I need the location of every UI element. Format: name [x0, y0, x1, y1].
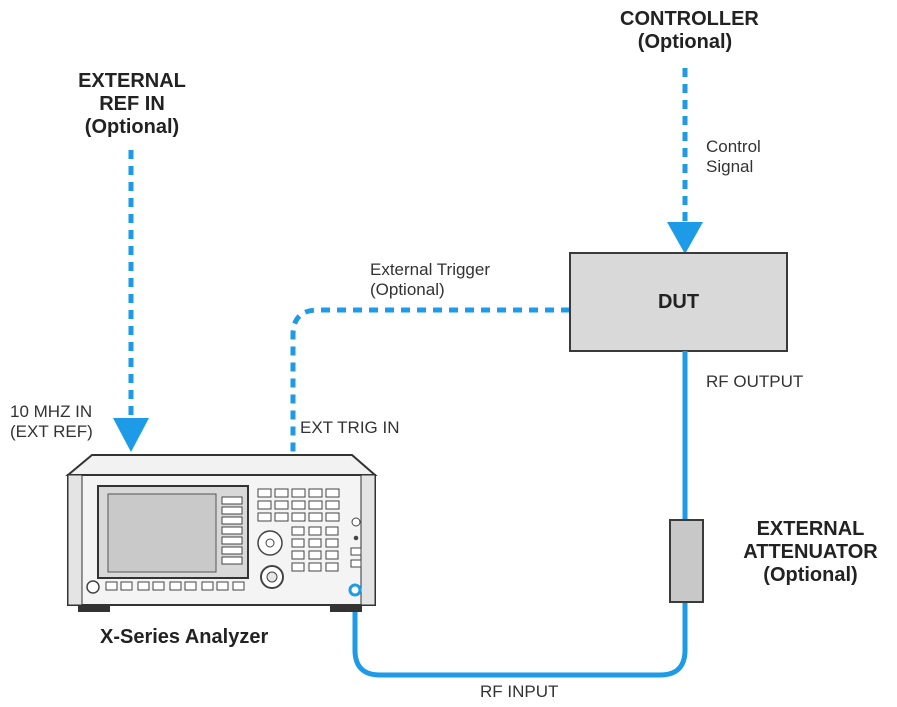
rf-input-cable — [352, 592, 688, 678]
function-key-grid — [257, 488, 340, 572]
rotary-knob-center — [266, 571, 278, 583]
controller-label: CONTROLLER (Optional) — [620, 8, 759, 53]
ten-mhz-in-label: 10 MHZ IN (EXT REF) — [10, 402, 93, 441]
analyzer-top-panel — [65, 454, 378, 476]
analyzer-foot-left — [78, 605, 110, 612]
analyzer-name-label: X-Series Analyzer — [100, 626, 269, 648]
external-trigger-dashed-line — [290, 307, 570, 455]
external-attenuator-label: EXTERNAL ATTENUATOR (Optional) — [743, 518, 878, 586]
external-ref-in-label: EXTERNAL REF IN (Optional) — [78, 70, 186, 138]
connector-panel — [350, 517, 362, 568]
analyzer-left-frame — [67, 474, 83, 606]
external-trigger-label: External Trigger (Optional) — [370, 260, 490, 299]
softkey-column — [221, 496, 243, 565]
analyzer-foot-right — [330, 605, 362, 612]
dut-box — [569, 252, 788, 352]
analyzer-screen — [107, 493, 217, 573]
ext-trig-in-label: EXT TRIG IN — [300, 418, 400, 437]
rf-input-connector — [348, 583, 362, 597]
external-attenuator-box — [669, 519, 704, 603]
rf-input-label: RF INPUT — [480, 682, 559, 701]
ext-ref-arrowhead — [113, 418, 149, 452]
x-series-analyzer — [65, 454, 378, 612]
controller-arrowhead — [667, 222, 703, 254]
analyzer-right-frame — [360, 474, 376, 606]
dut-label: DUT — [657, 291, 700, 313]
bottom-key-row — [105, 581, 245, 591]
arrow-keypad-center — [265, 538, 275, 548]
control-signal-label: Control Signal — [706, 137, 761, 176]
rf-output-label: RF OUTPUT — [706, 372, 804, 391]
power-button — [86, 580, 100, 594]
